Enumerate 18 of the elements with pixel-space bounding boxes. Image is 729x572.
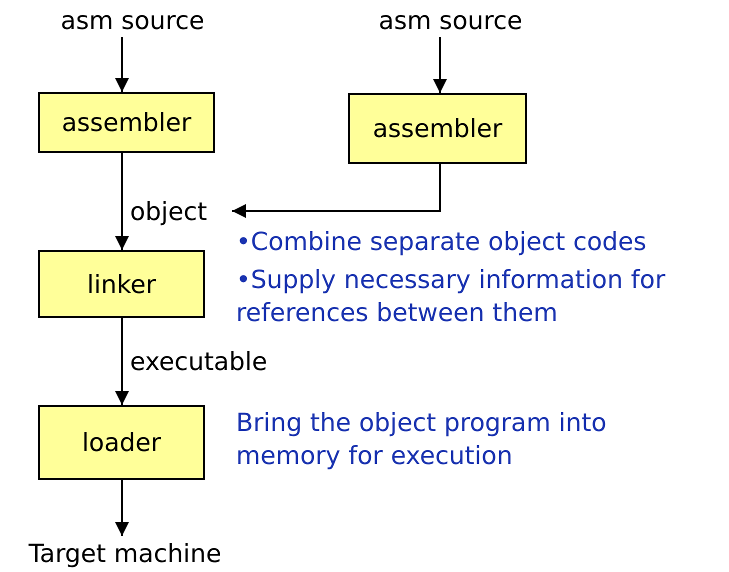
arrow [115,318,129,405]
note-text: •Combine separate object codes [236,226,648,258]
arrow [115,211,129,250]
process-box: assembler [38,92,215,153]
node-label: Target machine [5,536,245,570]
node-label: asm source [358,3,543,37]
connector-line [121,153,123,211]
process-box: assembler [348,93,527,164]
node-label: asm source [40,3,225,37]
process-box: linker [38,250,205,318]
note-text: Bring the object program into memory for execution [236,407,608,472]
note-text: •Supply necessary information for references between them [236,264,666,328]
arrow [433,37,447,93]
process-box: loader [38,405,205,480]
arrow [115,480,129,536]
arrow [232,164,441,218]
arrow [115,37,129,92]
node-label: object [122,194,232,228]
